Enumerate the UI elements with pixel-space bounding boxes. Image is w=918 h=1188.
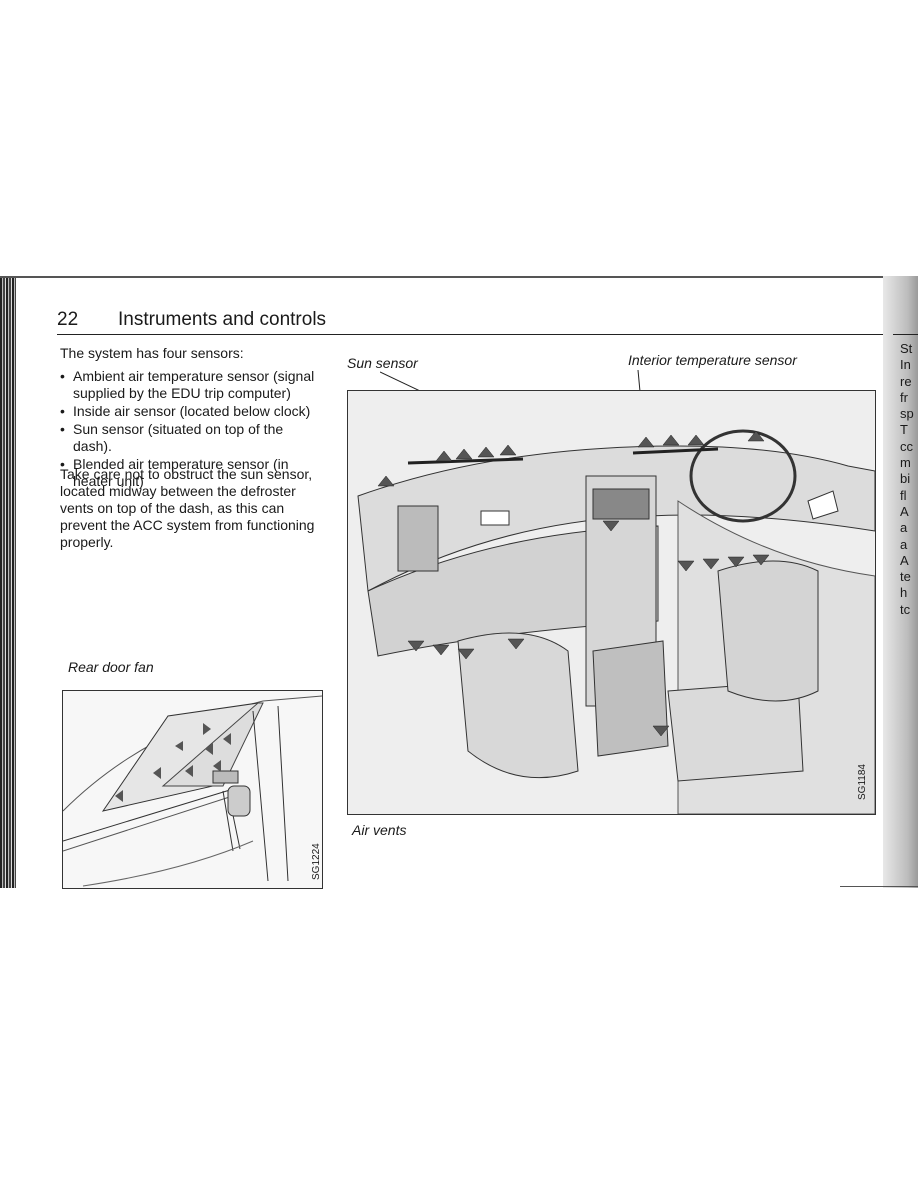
label-interior-temperature-sensor: Interior temperature sensor: [628, 352, 797, 368]
title-rule: [57, 334, 883, 335]
text-fragment: fl: [900, 487, 907, 503]
figure-caption-air-vents: Air vents: [352, 822, 407, 838]
text-fragment: In: [900, 357, 911, 373]
list-item: Blended air temperature sensor (in heate…: [60, 456, 320, 490]
text-fragment: a: [900, 536, 908, 552]
next-page-title-rule: [893, 334, 918, 335]
text-fragment: fr: [900, 389, 908, 405]
label-sun-sensor: Sun sensor: [347, 355, 418, 371]
sensor-list: Ambient air temperature sensor (signal s…: [60, 368, 320, 491]
rear-door-fan-illustration: [62, 690, 323, 889]
text-fragment: tc: [900, 601, 911, 617]
intro-text: The system has four sensors:: [60, 345, 244, 361]
next-page-text-fragments: St In re fr sp T cc m bi fl A a a A te h…: [900, 341, 914, 618]
list-item: Sun sensor (situated on top of the dash)…: [60, 421, 320, 455]
air-vents-illustration: [347, 390, 876, 815]
text-fragment: sp: [900, 406, 914, 422]
text-fragment: re: [900, 373, 912, 389]
page-title: Instruments and controls: [118, 309, 327, 330]
text-fragment: A: [900, 552, 909, 568]
warning-paragraph: Take care not to obstruct the sun sensor…: [60, 466, 315, 550]
bottom-scan-rule: [840, 886, 918, 887]
page-number: 22: [57, 309, 79, 330]
text-fragment: a: [900, 520, 908, 536]
text-fragment: A: [900, 503, 909, 519]
figure-code-sg1224: SG1224: [311, 843, 322, 880]
text-fragment: m: [900, 455, 911, 471]
text-fragment: te: [900, 569, 911, 585]
figure-caption-rear-door-fan: Rear door fan: [68, 659, 154, 675]
text-fragment: bi: [900, 471, 911, 487]
text-fragment: St: [900, 341, 913, 356]
text-fragment: T: [900, 422, 908, 438]
list-item: Inside air sensor (located below clock): [60, 403, 320, 420]
figure-code-sg1184: SG1184: [857, 764, 868, 800]
list-item: Ambient air temperature sensor (signal s…: [60, 368, 320, 402]
scan-edge-top: [0, 276, 890, 278]
text-fragment: cc: [900, 438, 913, 454]
text-fragment: h: [900, 585, 908, 601]
next-page-edge: [883, 276, 918, 888]
book-binding-left: [0, 278, 16, 888]
